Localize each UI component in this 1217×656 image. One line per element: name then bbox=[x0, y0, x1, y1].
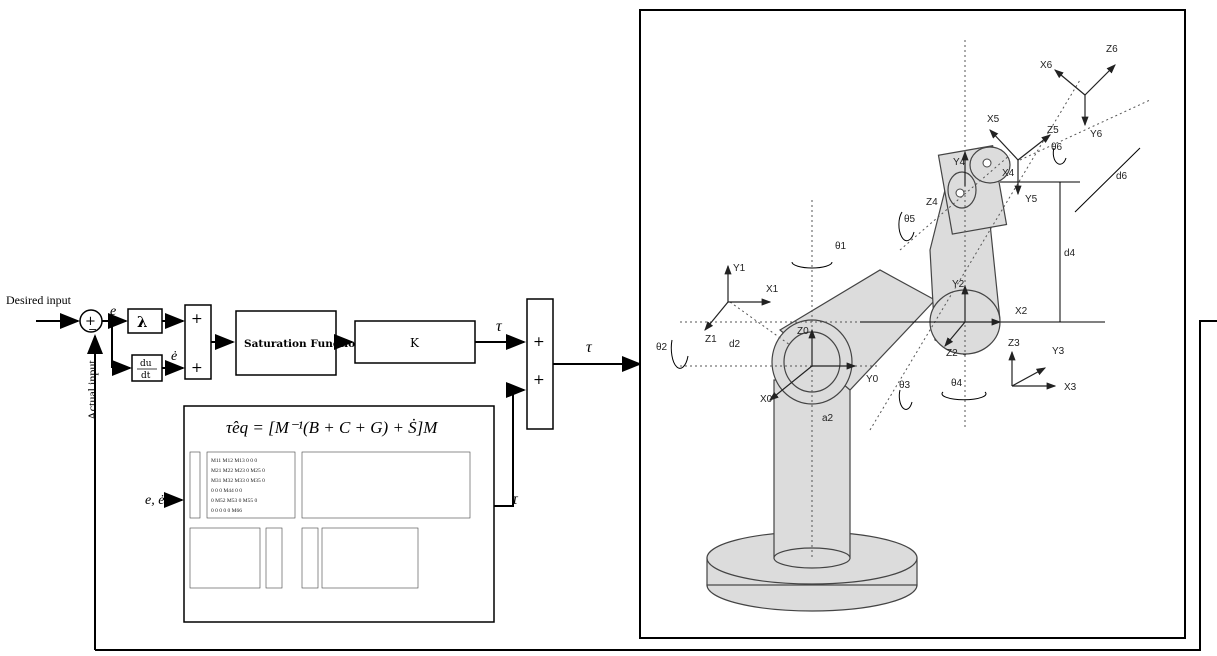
svg-text:d6: d6 bbox=[1116, 171, 1128, 182]
svg-text:θ5: θ5 bbox=[904, 214, 916, 225]
svg-text:Y1: Y1 bbox=[733, 263, 746, 274]
tau-signal-label-1: τ bbox=[496, 318, 503, 335]
sliding-sum-plus-1: + bbox=[191, 311, 203, 327]
torque-sum-plus-1: + bbox=[533, 334, 545, 350]
tau-signal-label-2: τ bbox=[586, 339, 593, 356]
svg-text:θ2: θ2 bbox=[656, 342, 668, 353]
error-dot-label: ė bbox=[171, 349, 177, 364]
saturation-label: Saturation Function bbox=[244, 338, 363, 350]
lambda-label: λ bbox=[137, 313, 148, 331]
svg-text:X3: X3 bbox=[1064, 382, 1077, 393]
desired-input-label: Desired input bbox=[6, 293, 72, 307]
actual-input-label: Actual input bbox=[85, 360, 99, 420]
svg-text:d2: d2 bbox=[729, 339, 741, 350]
error-signal-label: e bbox=[110, 304, 116, 319]
svg-text:Z2: Z2 bbox=[946, 348, 958, 359]
sum-minus-sign: − bbox=[88, 323, 97, 336]
svg-text:X6: X6 bbox=[1040, 60, 1053, 71]
equivalent-control-equation: τ̂eq = [M⁻¹(B + C + G) + Ṡ]M bbox=[226, 418, 438, 437]
gain-label: K bbox=[410, 336, 420, 350]
svg-text:Y5: Y5 bbox=[1025, 194, 1038, 205]
svg-text:X5: X5 bbox=[987, 114, 1000, 125]
equivalent-control-block bbox=[184, 406, 494, 622]
svg-text:X0: X0 bbox=[760, 394, 773, 405]
svg-text:Y3: Y3 bbox=[1052, 346, 1065, 357]
error-pair-label: e, ė bbox=[145, 493, 164, 508]
svg-text:M31 M32 M33 0 M35 0: M31 M32 M33 0 M35 0 bbox=[211, 478, 265, 484]
svg-text:X1: X1 bbox=[766, 284, 779, 295]
tau-signal-label-3: τ bbox=[512, 491, 519, 508]
svg-text:Y4: Y4 bbox=[953, 157, 966, 168]
svg-text:Z4: Z4 bbox=[926, 197, 938, 208]
svg-text:0 0 0 M44 0 0: 0 0 0 M44 0 0 bbox=[211, 488, 242, 494]
svg-text:θ3: θ3 bbox=[899, 380, 911, 391]
svg-text:0 M52 M53 0 M55 0: 0 M52 M53 0 M55 0 bbox=[211, 498, 258, 504]
svg-text:M11 M12 M13 0 0 0: M11 M12 M13 0 0 0 bbox=[211, 458, 257, 464]
torque-sum-plus-2: + bbox=[533, 372, 545, 388]
svg-text:Y0: Y0 bbox=[866, 374, 879, 385]
svg-text:θ4: θ4 bbox=[951, 378, 963, 389]
svg-text:Z6: Z6 bbox=[1106, 44, 1118, 55]
svg-text:Z3: Z3 bbox=[1008, 338, 1020, 349]
svg-text:θ1: θ1 bbox=[835, 241, 847, 252]
svg-text:Z0: Z0 bbox=[797, 326, 809, 337]
svg-text:Y6: Y6 bbox=[1090, 129, 1103, 140]
torque-sum-block bbox=[527, 299, 553, 429]
svg-text:a2: a2 bbox=[822, 413, 834, 424]
svg-text:X4: X4 bbox=[1002, 168, 1015, 179]
svg-text:Z1: Z1 bbox=[705, 334, 717, 345]
svg-text:Y2: Y2 bbox=[952, 279, 965, 290]
derivative-denominator: dt bbox=[141, 371, 151, 381]
svg-text:θ6: θ6 bbox=[1051, 142, 1063, 153]
svg-text:d4: d4 bbox=[1064, 248, 1076, 259]
svg-text:0 0 0 0 0 M66: 0 0 0 0 0 M66 bbox=[211, 508, 242, 514]
svg-text:M21 M22 M23 0 M25 0: M21 M22 M23 0 M25 0 bbox=[211, 468, 265, 474]
sliding-sum-plus-2: + bbox=[191, 360, 203, 376]
svg-text:Z5: Z5 bbox=[1047, 125, 1059, 136]
derivative-numerator: du bbox=[140, 359, 152, 369]
svg-text:X2: X2 bbox=[1015, 306, 1028, 317]
